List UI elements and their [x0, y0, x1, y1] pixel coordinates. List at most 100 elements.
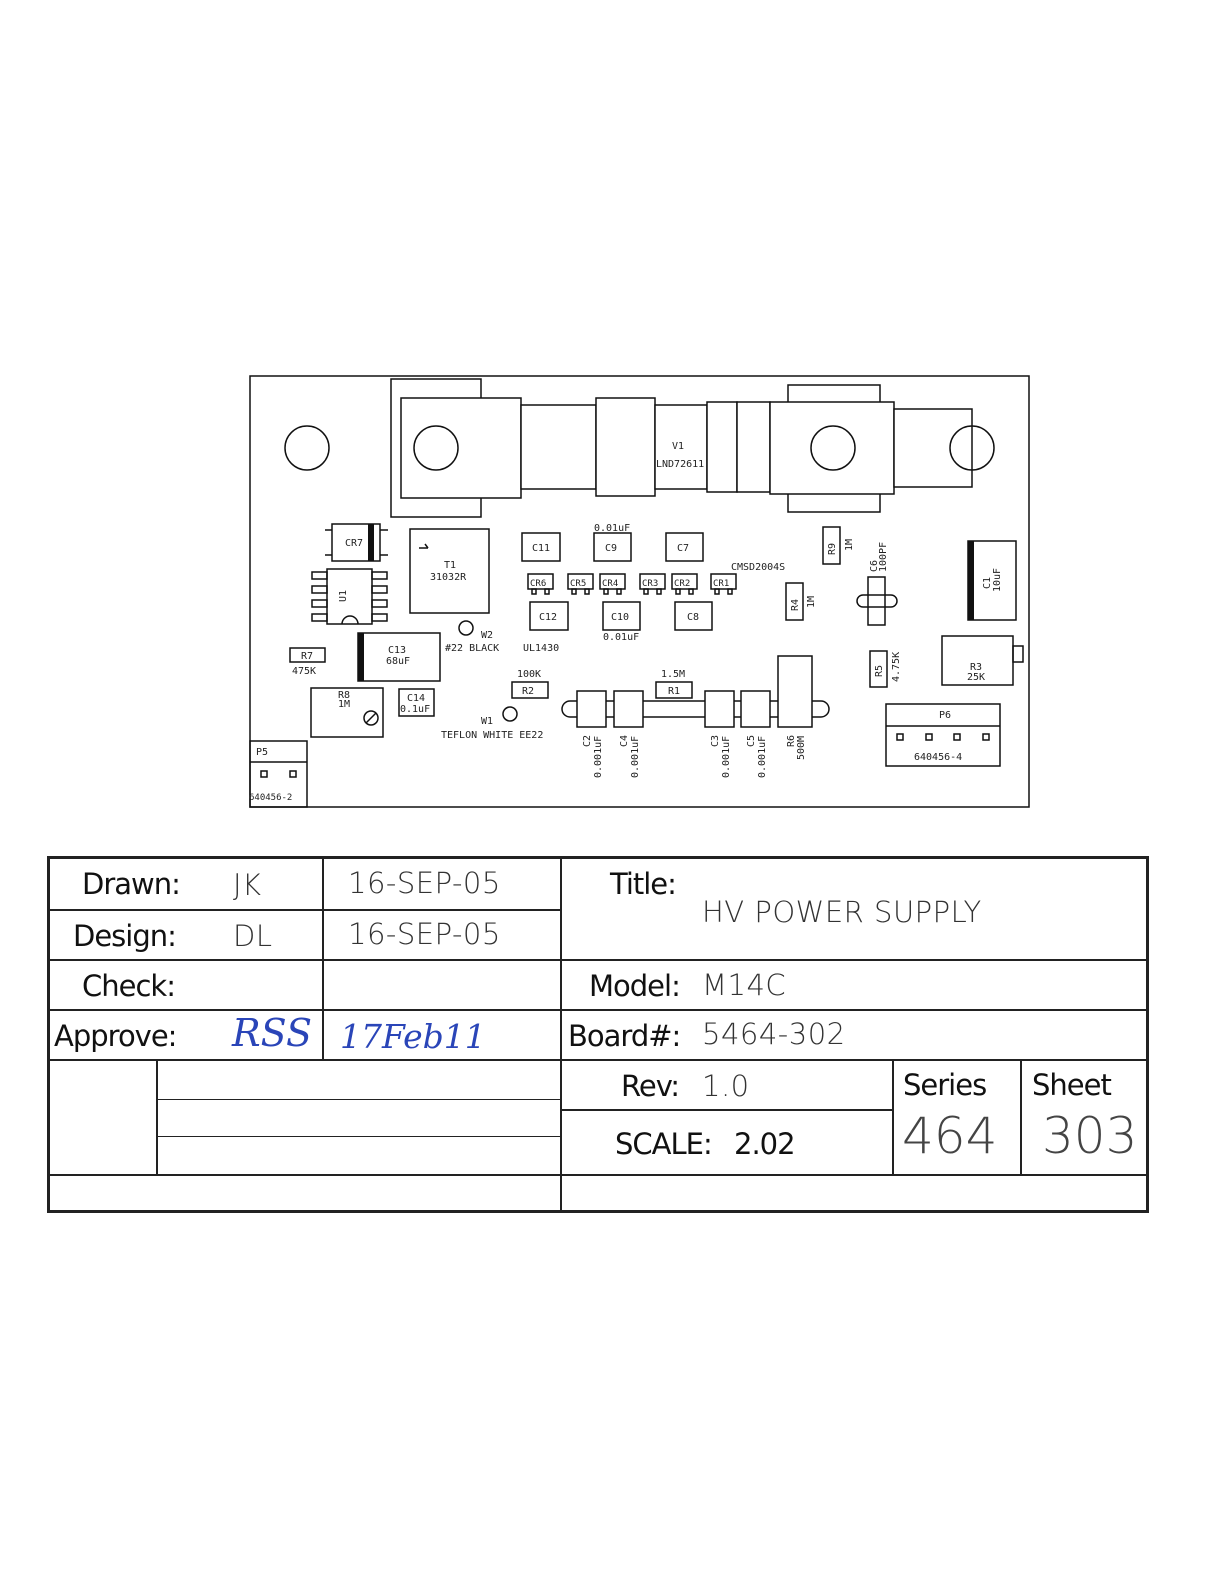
series-label: Series — [903, 1068, 987, 1102]
r8-label: R8 — [338, 690, 350, 701]
sheet-label: Sheet — [1032, 1068, 1112, 1102]
c11-label: C11 — [532, 543, 550, 554]
c5-value-label: 0.001uF — [757, 736, 768, 778]
t1-ref-label: T1 — [444, 560, 456, 571]
u1-ic — [311, 568, 388, 625]
c1-value-label: 10uF — [992, 568, 1003, 592]
c7-label: C7 — [677, 543, 689, 554]
c9-label: C9 — [605, 543, 617, 554]
cr7-label: CR7 — [345, 538, 363, 549]
w2-ref-label: W2 — [481, 630, 493, 641]
title-label: Title: — [610, 867, 677, 901]
w2-pad — [458, 620, 474, 636]
ul-label: UL1430 — [523, 643, 559, 654]
r4-value-label: 1M — [806, 596, 817, 608]
r5-label: R5 — [874, 665, 885, 677]
cr-diode-row — [527, 573, 737, 595]
p6-part-label: 640456-4 — [914, 752, 962, 763]
cr1-label: CR1 — [713, 579, 729, 589]
r1-value-label: 1.5M — [661, 669, 685, 680]
model-label: Model: — [589, 969, 681, 1003]
r3-value-label: 25K — [967, 672, 985, 683]
c6-capacitor — [856, 576, 898, 626]
cr7-diode — [325, 523, 388, 562]
r2-value-label: 100K — [517, 669, 541, 680]
p5-part-label: 640456-2 — [249, 793, 292, 803]
c10-label: C10 — [611, 612, 629, 623]
r5-value-label: 4.75K — [891, 652, 902, 682]
c2-label: C2 — [582, 735, 593, 747]
mounting-hole — [284, 425, 330, 471]
r6-value-label: 500M — [796, 736, 807, 760]
p6-connector — [885, 703, 1001, 767]
r9-label: R9 — [827, 543, 838, 555]
r2-label: R2 — [522, 686, 534, 697]
w1-desc-label: TEFLON WHITE EE22 — [441, 730, 543, 741]
approve-date: 17Feb11 — [340, 1017, 486, 1056]
r9-resistor — [822, 526, 841, 565]
c1-label: C1 — [982, 577, 993, 589]
u1-label: U1 — [338, 590, 349, 602]
drawn-date: 16-SEP-05 — [348, 866, 501, 900]
r3-label: R3 — [970, 662, 982, 673]
p6-label: P6 — [939, 710, 951, 721]
cr6-label: CR6 — [530, 579, 546, 589]
cr4-label: CR4 — [602, 579, 618, 589]
r8-value-label: 1M — [338, 699, 350, 710]
c9-capacitor — [593, 532, 632, 562]
c1-capacitor — [967, 540, 1017, 621]
c6-label: C6 — [869, 560, 880, 572]
c12-capacitor — [529, 601, 569, 631]
approve-label: Approve: — [54, 1019, 177, 1053]
sheet-value: 303 — [1042, 1107, 1138, 1165]
r6-label: R6 — [786, 735, 797, 747]
drawn-label: Drawn: — [82, 867, 181, 901]
c9-value-label: 0.01uF — [594, 523, 630, 534]
scale-label: SCALE: — [615, 1127, 713, 1161]
v1-ref-label: V1 — [672, 441, 684, 452]
cr3-label: CR3 — [642, 579, 658, 589]
r5-resistor — [869, 650, 888, 688]
board-outline — [249, 375, 1030, 808]
board-label: Board#: — [568, 1019, 681, 1053]
c13-value-label: 68uF — [386, 656, 410, 667]
c10-value-label: 0.01uF — [603, 632, 639, 643]
c12-label: C12 — [539, 612, 557, 623]
c10-capacitor — [602, 601, 641, 631]
c14-value-label: 0.1uF — [400, 704, 430, 715]
title-block: Drawn: JK 16-SEP-05 Design: DL 16-SEP-05… — [47, 856, 1149, 1213]
design-by: DL — [233, 919, 273, 953]
w2-desc-label: #22 BLACK — [445, 643, 499, 654]
c4-value-label: 0.001uF — [630, 736, 641, 778]
cr2-label: CR2 — [674, 579, 690, 589]
drawn-by: JK — [233, 868, 262, 902]
r7-resistor — [289, 647, 326, 663]
board-value: 5464-302 — [702, 1017, 846, 1051]
p5-label: P5 — [256, 747, 268, 758]
r4-label: R4 — [790, 599, 801, 611]
model-value: M14C — [702, 968, 787, 1002]
r9-value-label: 1M — [844, 539, 855, 551]
c6-value-label: 100PF — [878, 542, 889, 572]
c11-capacitor — [521, 532, 561, 562]
t1-transformer — [409, 528, 490, 614]
r4-resistor — [785, 582, 804, 621]
p5-connector — [249, 740, 308, 808]
hv-capacitor-strip — [561, 655, 830, 728]
design-date: 16-SEP-05 — [348, 917, 501, 951]
rev-label: Rev: — [621, 1069, 680, 1103]
r2-resistor — [511, 681, 549, 699]
c7-capacitor — [665, 532, 704, 562]
series-value: 464 — [902, 1107, 998, 1165]
r7-label: R7 — [301, 651, 313, 662]
r1-label: R1 — [668, 686, 680, 697]
cmsd-label: CMSD2004S — [731, 562, 785, 573]
r8-potentiometer — [310, 687, 384, 738]
w1-pad — [502, 706, 518, 722]
c3-label: C3 — [710, 735, 721, 747]
c8-label: C8 — [687, 612, 699, 623]
c13-capacitor — [357, 632, 441, 682]
r7-value-label: 475K — [292, 666, 316, 677]
c8-capacitor — [674, 601, 713, 631]
t1-part-label: 31032R — [430, 572, 467, 583]
